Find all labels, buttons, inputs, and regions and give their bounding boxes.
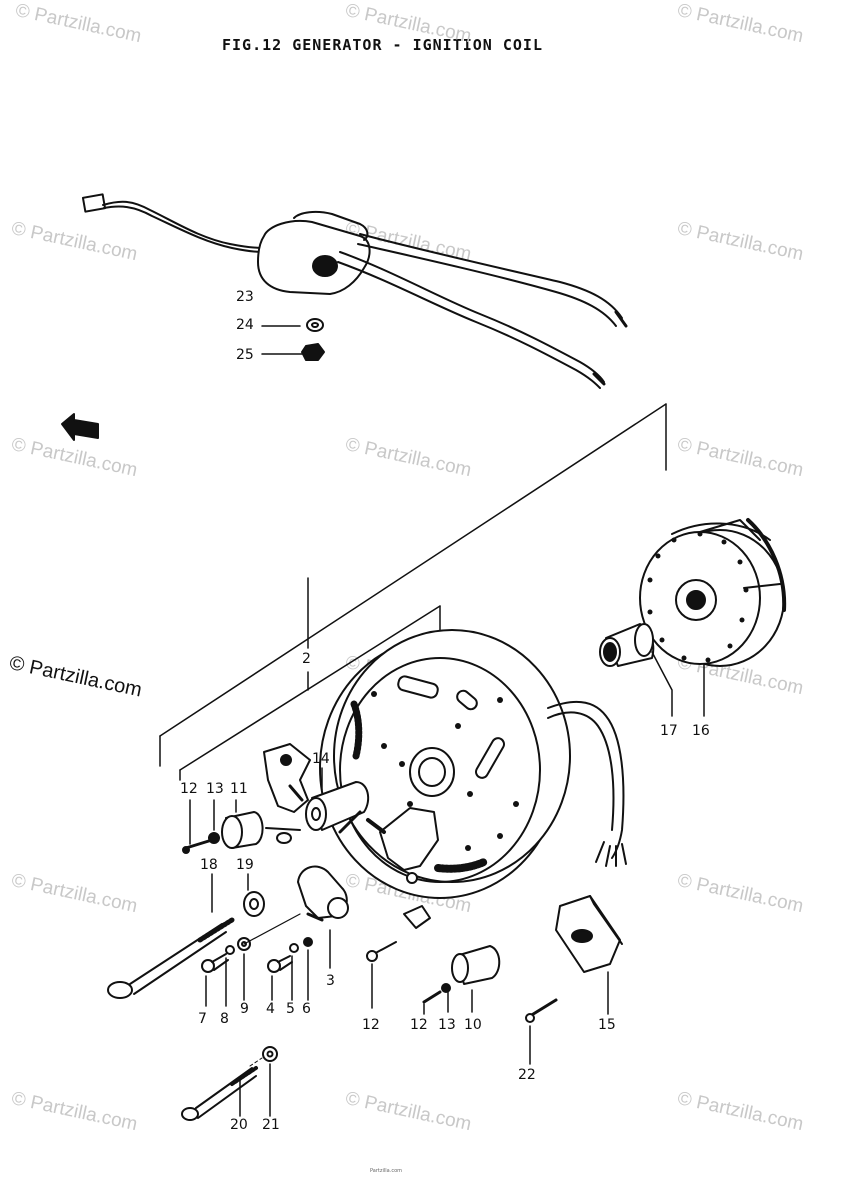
callout-label: 8 (220, 1011, 229, 1027)
callout-label: 18 (200, 857, 218, 873)
callout-label: 10 (464, 1017, 482, 1033)
bolt-part-18 (107, 917, 235, 999)
ignition-coil-part-23 (81, 193, 628, 389)
washer-part-24 (261, 318, 324, 332)
screw-part-7 (201, 953, 229, 973)
screw-part-12-right (422, 990, 442, 1004)
front-arrow-icon (61, 413, 99, 441)
callout-label: 12 (362, 1017, 380, 1033)
grommet-part-15 (555, 895, 623, 973)
footer-note: Partzilla.com (370, 1168, 402, 1174)
callout-label: 22 (518, 1067, 536, 1083)
condenser-part-10 (451, 945, 501, 985)
callout-label: 5 (286, 1001, 295, 1017)
callout-label: 17 (660, 723, 678, 739)
callout-label: 16 (692, 723, 710, 739)
callout-label: 15 (598, 1017, 616, 1033)
callout-label: 12 (410, 1017, 428, 1033)
washer-part-13-left (208, 832, 220, 844)
callout-label: 23 (236, 289, 254, 305)
washer-part-21 (262, 1046, 278, 1062)
screw-part-22 (525, 998, 558, 1023)
nut-part-25 (261, 343, 325, 361)
washer-part-5 (289, 943, 299, 953)
washer-part-8 (225, 945, 235, 955)
callout-label: 7 (198, 1011, 207, 1027)
screw-part-12-center (366, 941, 397, 962)
assembly-bracket-lines (159, 403, 667, 781)
callout-label: 4 (266, 1001, 275, 1017)
callout-label: 12 (180, 781, 198, 797)
callout-label: 11 (230, 781, 248, 797)
callout-label: 24 (236, 317, 254, 333)
callout-label: 20 (230, 1117, 248, 1133)
figure-title: FIG.12 GENERATOR - IGNITION COIL (222, 36, 543, 54)
callout-label: 21 (262, 1117, 280, 1133)
condenser-part-11 (221, 811, 301, 849)
rotor-part-16 (639, 518, 787, 667)
washer-part-6 (303, 937, 313, 947)
clamp-plate (403, 905, 431, 929)
stator-assembly (319, 629, 627, 899)
callout-label: 9 (240, 1001, 249, 1017)
callout-label: 2 (302, 651, 311, 667)
callout-label: 14 (312, 751, 330, 767)
washer-part-13-right (441, 983, 451, 993)
callout-label: 25 (236, 347, 254, 363)
shaft-adapter-part-17 (599, 623, 655, 667)
condenser-part-14 (305, 781, 370, 834)
callout-label: 6 (302, 1001, 311, 1017)
callout-label: 19 (236, 857, 254, 873)
washer-part-19 (243, 891, 265, 917)
callout-label: 3 (326, 973, 335, 989)
callout-label: 13 (438, 1017, 456, 1033)
breaker-plate (263, 743, 311, 813)
contact-point-right (366, 807, 439, 884)
screw-part-4 (267, 955, 293, 973)
bolt-part-20 (181, 1066, 258, 1121)
governor-part-3 (297, 865, 349, 922)
callout-label: 13 (206, 781, 224, 797)
screw-part-12-left (182, 838, 214, 854)
